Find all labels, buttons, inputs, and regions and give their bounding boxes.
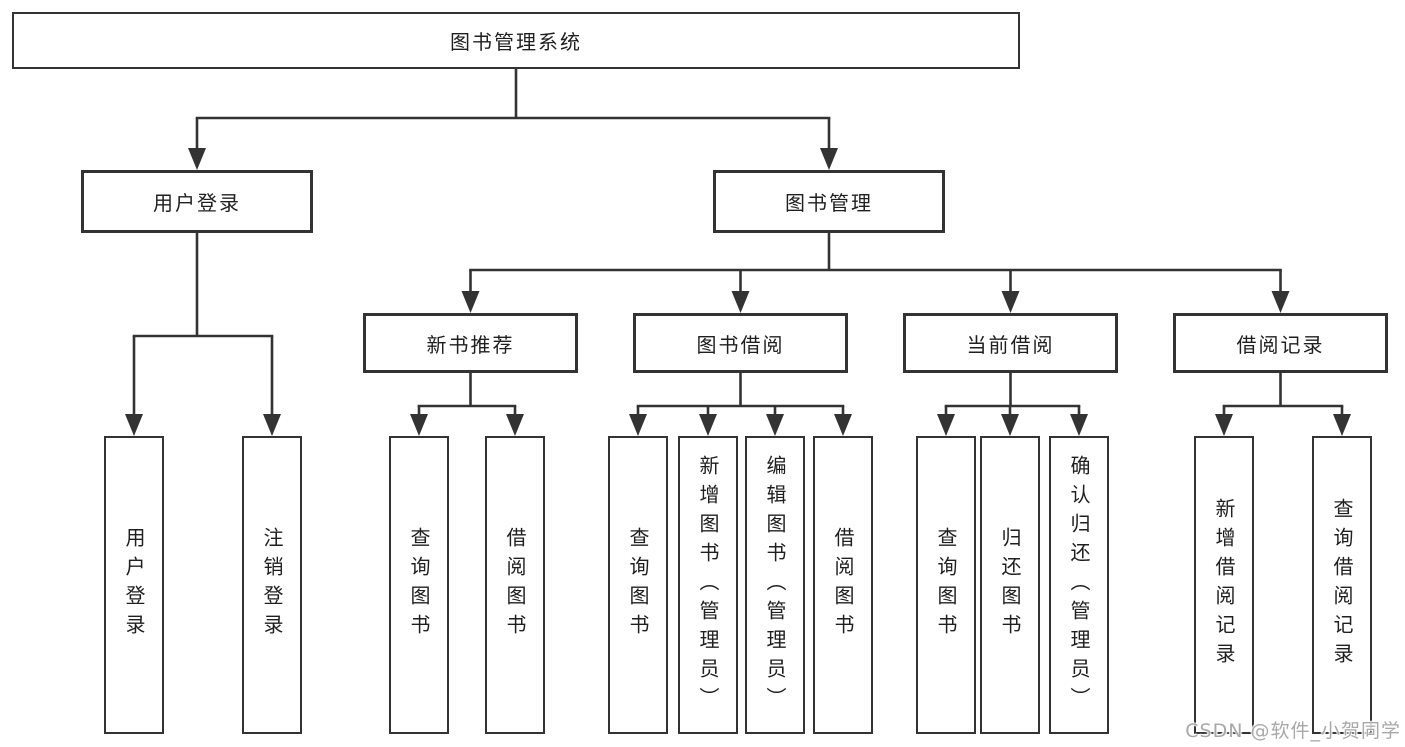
- leaf-add-borrow-record: 新增借阅记录: [1194, 436, 1254, 734]
- node-book-borrowing: 图书借阅: [633, 313, 848, 373]
- leaf-borrow-books: 借阅图书: [813, 436, 873, 734]
- leaf-query-books-recommend: 查询图书: [389, 436, 449, 734]
- leaf-logout-login: 注销登录: [242, 436, 302, 734]
- arrowhead: [125, 414, 143, 436]
- arrowhead: [629, 414, 647, 436]
- arrowhead: [1001, 291, 1020, 313]
- leaf-return-books: 归还图书: [980, 436, 1040, 734]
- arrowhead: [766, 414, 784, 436]
- arrowhead: [410, 414, 428, 436]
- node-label: 借阅记录: [1236, 332, 1325, 357]
- node-label: 图书管理: [785, 191, 873, 215]
- node-new-book-recommendation: 新书推荐: [363, 313, 578, 373]
- arrowhead: [834, 414, 852, 436]
- arrowhead: [937, 414, 955, 436]
- leaf-borrow-books-recommend: 借阅图书: [485, 436, 545, 734]
- node-label: 注销登录: [260, 527, 284, 643]
- node-label: 新书推荐: [426, 332, 515, 357]
- arrowhead: [1001, 414, 1019, 436]
- node-label: 归还图书: [998, 527, 1022, 643]
- watermark-csdn: CSDN @软件_小贺同学: [1185, 720, 1401, 742]
- leaf-user-login: 用户登录: [104, 436, 164, 734]
- node-label: 查询图书: [407, 527, 431, 643]
- node-label: 新增图书（管理员）: [696, 454, 720, 716]
- node-current-borrowing: 当前借阅: [903, 313, 1118, 373]
- node-label: 编辑图书（管理员）: [763, 454, 787, 716]
- leaf-query-borrow-record: 查询借阅记录: [1312, 436, 1372, 734]
- arrowhead: [699, 414, 717, 436]
- node-label: 查询借阅记录: [1330, 498, 1354, 672]
- node-label: 新增借阅记录: [1212, 498, 1236, 672]
- arrowhead: [1215, 414, 1233, 436]
- leaf-confirm-return-admin: 确认归还（管理员）: [1049, 436, 1109, 734]
- node-label: 用户登录: [153, 191, 241, 215]
- node-label: 图书管理系统: [450, 30, 582, 54]
- leaf-query-books-borrow: 查询图书: [608, 436, 668, 734]
- node-label: 查询图书: [626, 527, 650, 643]
- arrowhead: [820, 148, 838, 170]
- node-book-management: 图书管理: [713, 170, 945, 233]
- arrowhead: [1333, 414, 1351, 436]
- leaf-edit-books-admin: 编辑图书（管理员）: [745, 436, 805, 734]
- node-label: 图书借阅: [696, 332, 785, 357]
- node-user-login: 用户登录: [81, 170, 313, 233]
- arrowhead: [1070, 414, 1088, 436]
- node-label: 借阅图书: [831, 527, 855, 643]
- node-label: 借阅图书: [503, 527, 527, 643]
- leaf-query-books-current: 查询图书: [916, 436, 976, 734]
- node-borrowing-records: 借阅记录: [1173, 313, 1388, 373]
- node-label: 确认归还（管理员）: [1067, 454, 1091, 716]
- node-library-management-system: 图书管理系统: [12, 12, 1020, 69]
- arrowhead: [461, 291, 480, 313]
- arrowhead: [263, 414, 281, 436]
- arrowhead: [506, 414, 524, 436]
- node-label: 查询图书: [934, 527, 958, 643]
- arrowhead: [1271, 291, 1290, 313]
- node-label: 当前借阅: [966, 332, 1055, 357]
- leaf-add-books-admin: 新增图书（管理员）: [678, 436, 738, 734]
- node-label: 用户登录: [122, 527, 146, 643]
- arrowhead: [731, 291, 750, 313]
- arrowhead: [188, 148, 206, 170]
